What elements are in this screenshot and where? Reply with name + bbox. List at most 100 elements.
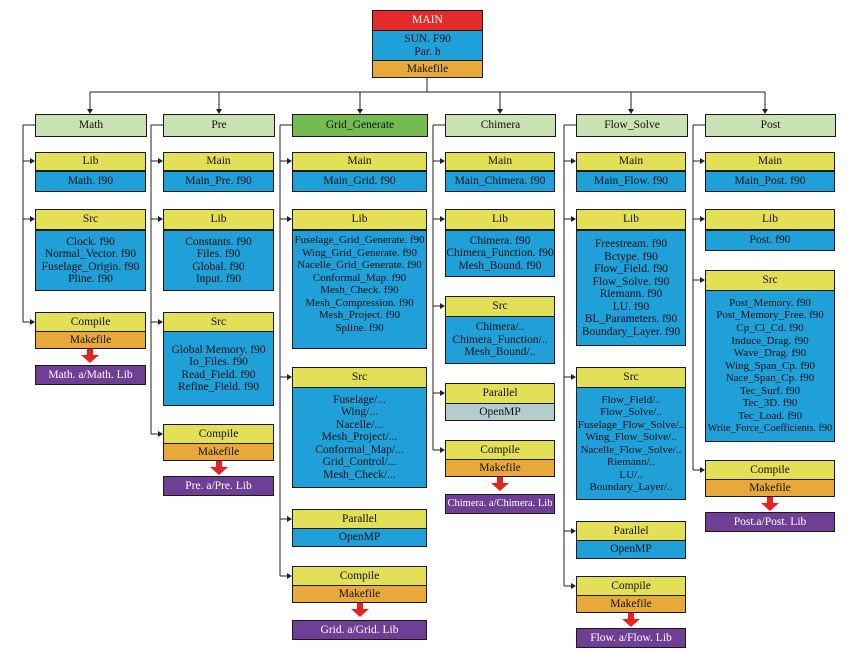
file-name: Nacelle_Flow_Solve/.. [580, 443, 682, 456]
chimera-output-lib: Chimera. a/Chimera. Lib [445, 494, 555, 514]
grid-lib-title: Lib [292, 209, 427, 230]
arrowhead [571, 583, 576, 589]
output-arrow-icon [491, 477, 509, 491]
section-title: Lib [623, 213, 639, 226]
file-name: Fuselage_Origin. f90 [41, 260, 140, 273]
section-title: Compile [480, 443, 520, 456]
file-name: Cp_Cl_Cd. f90 [736, 321, 804, 334]
file-name: Constants. f90 [185, 235, 252, 248]
arrowhead [571, 216, 576, 222]
main-files-box: SUN. F90 Par. h [372, 30, 483, 61]
math-compile-title: Compile [35, 312, 146, 332]
flow-main-title: Main [576, 152, 686, 171]
file-name: Wing/... [341, 406, 378, 419]
file-name: LU/.. [619, 468, 643, 481]
post-output-lib: Post.a/Post. Lib [705, 512, 835, 532]
math-lib-files: Math. f90 [35, 171, 146, 192]
flow-src-title: Src [576, 367, 686, 388]
module-header-post: Post [705, 114, 836, 137]
file-name: Write_Force_Coefficients. f90 [707, 422, 833, 434]
arrowhead [440, 303, 445, 309]
main-file: Par. h [414, 45, 441, 58]
arrowhead [571, 528, 576, 534]
flow-output-lib: Flow. a/Flow. Lib [576, 628, 686, 648]
flow-lib-files: Freestream. f90 Bctype. f90 Flow_Field. … [576, 230, 686, 346]
chimera-parallel-item: OpenMP [445, 403, 555, 421]
grid-src-files: Fuselage/... Wing/... Nacelle/... Mesh_P… [292, 387, 427, 488]
output-label: Math. a/Math. Lib [48, 368, 133, 381]
arrowhead [287, 374, 292, 380]
grid-parallel-item: OpenMP [292, 528, 427, 547]
section-title: Main [618, 155, 644, 168]
section-title: Parallel [613, 524, 649, 537]
file-name: Flow_Solve. f90 [592, 275, 670, 288]
chimera-parallel-title: Parallel [445, 383, 555, 404]
makefile-label: Makefile [749, 481, 791, 494]
arrowhead [700, 216, 705, 222]
file-name: Io_Files. f90 [189, 356, 248, 368]
file-name: Main_Flow. f90 [593, 175, 668, 188]
main-makefile: Makefile [406, 62, 449, 75]
section-title: Compile [198, 427, 239, 440]
flow-makefile: Makefile [576, 595, 686, 613]
post-makefile: Makefile [705, 479, 835, 497]
section-title: Compile [70, 315, 111, 328]
arrowhead [30, 216, 35, 222]
section-title: Compile [611, 579, 651, 592]
file-name: Mesh_Bound/.. [464, 346, 536, 359]
file-name: Chimera. f90 [469, 234, 531, 247]
flow-lib-title: Lib [576, 209, 686, 230]
file-name: Flow_Field. f90 [593, 263, 669, 275]
file-name: Tec_Load. f90 [738, 410, 802, 423]
output-arrow-icon [351, 603, 369, 617]
file-name: Chimera_Function. f90 [446, 247, 554, 260]
grid-src-title: Src [292, 367, 427, 388]
section-title: Parallel [341, 512, 378, 525]
pre-makefile: Makefile [163, 443, 274, 461]
file-name: Flow_Field/.. [601, 393, 661, 406]
module-header-grid-generate: Grid_Generate [292, 114, 428, 137]
module-header-math: Math [35, 114, 147, 137]
main-makefile-box: Makefile [372, 60, 483, 78]
arrowhead [700, 277, 705, 283]
section-title: Main [487, 155, 513, 168]
file-name: Conformal_Map. f90 [312, 271, 407, 284]
file-name: Flow_Solve/.. [600, 406, 662, 418]
section-title: Lib [492, 213, 508, 226]
file-name: Normal_Vector. f90 [44, 248, 137, 260]
pre-main-files: Main_Pre. f90 [163, 171, 274, 192]
grid-main-files: Main_Grid. f90 [292, 171, 427, 192]
arrowhead [628, 109, 634, 114]
output-arrow-icon [622, 613, 640, 627]
file-name: BL_Parameters. f90 [584, 313, 678, 325]
post-main-title: Main [705, 152, 835, 171]
arrowhead [762, 109, 768, 114]
output-label: Flow. a/Flow. Lib [590, 631, 672, 644]
file-name: Chimera_Function/.. [452, 333, 548, 346]
file-name: Boundary_Layer/.. [589, 481, 673, 493]
file-name: Pline. f90 [68, 273, 113, 285]
math-src-files: Clock. f90 Normal_Vector. f90 Fuselage_O… [35, 230, 146, 291]
file-name: Wing_Flow_Solve/.. [585, 431, 677, 443]
arrowhead [87, 109, 93, 114]
file-name: Fuselage/... [333, 393, 386, 406]
file-name: Grid_Control/... [322, 456, 397, 469]
module-header-pre: Pre [163, 114, 275, 137]
chimera-main-files: Main_Chimera. f90 [445, 171, 555, 192]
file-name: Math. f90 [67, 175, 114, 188]
arrowhead [571, 158, 576, 164]
file-name: Nace_Span_Cp. f90 [725, 372, 815, 385]
grid-lib-files: Fuselage_Grid_Generate. f90 Wing_Grid_Ge… [292, 230, 427, 349]
output-label: Grid. a/Grid. Lib [320, 623, 399, 636]
grid-output-lib: Grid. a/Grid. Lib [292, 620, 427, 640]
makefile-label: Makefile [479, 461, 521, 474]
section-title: Src [351, 371, 368, 384]
arrowhead [30, 319, 35, 325]
section-title: Src [623, 371, 639, 384]
file-name: Files. f90 [196, 248, 241, 260]
arrowhead [440, 447, 445, 453]
arrowhead [700, 467, 705, 473]
file-name: Fuselage_Flow_Solve/.. [577, 418, 685, 431]
section-title: Lib [762, 213, 778, 226]
